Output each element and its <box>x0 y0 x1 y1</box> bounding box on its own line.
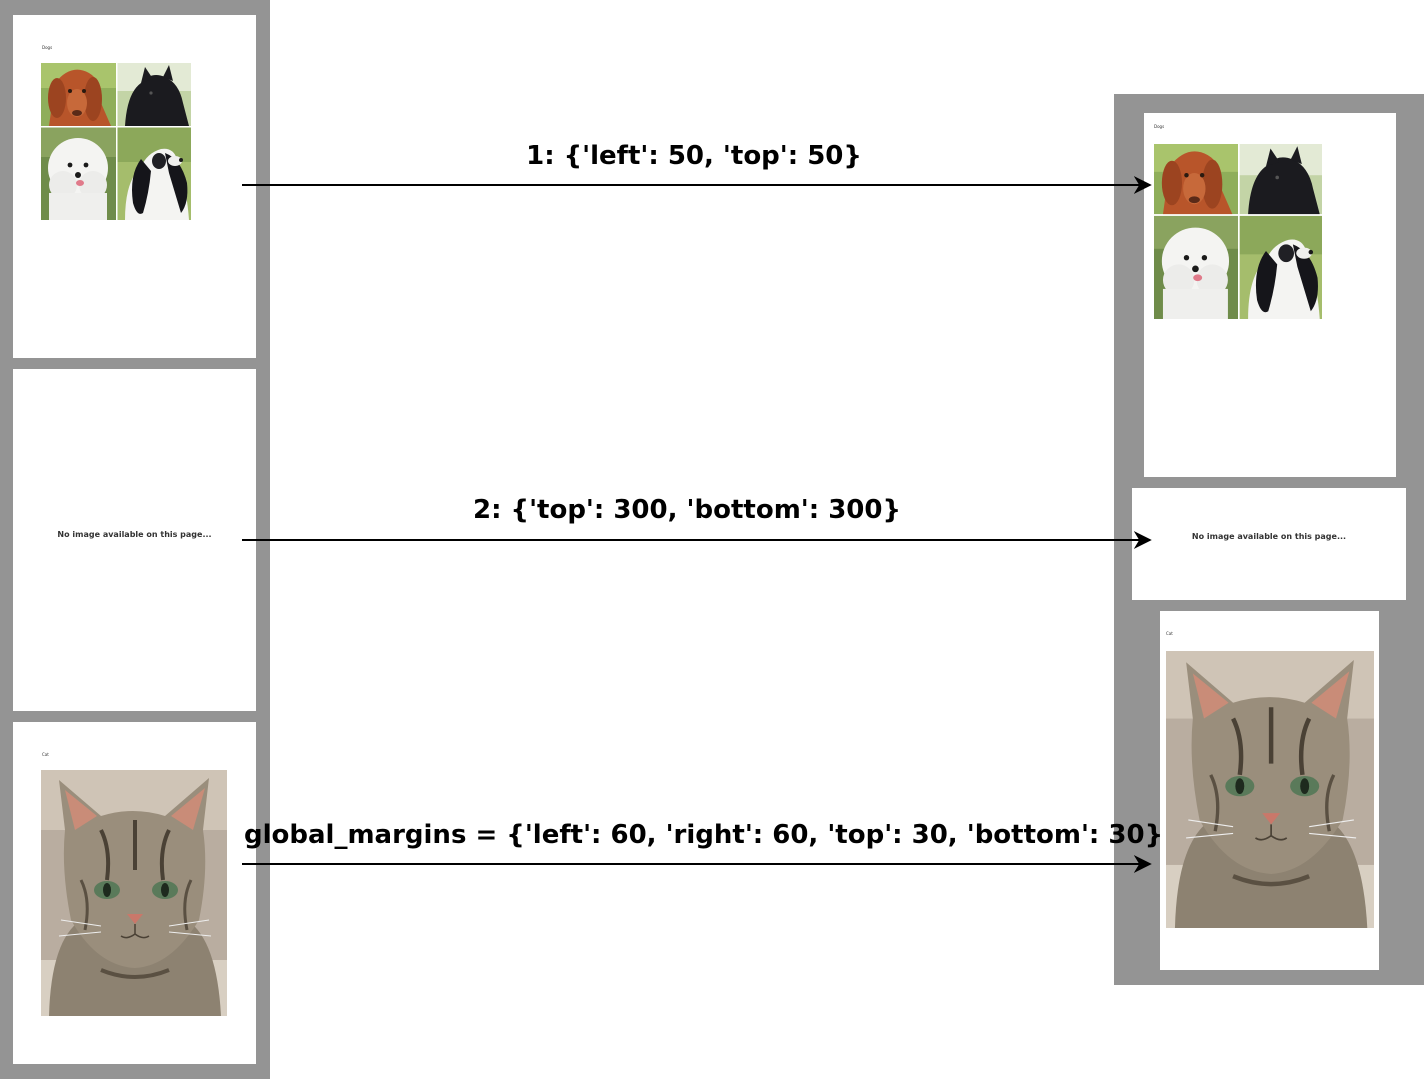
right-page-1: Dogs <box>1144 113 1396 477</box>
left-page-3: Cat <box>13 722 256 1064</box>
left-page-1: Dogs <box>13 15 256 358</box>
arrow-1-label: 1: {'left': 50, 'top': 50} <box>526 141 862 171</box>
left-page-2: No image available on this page... <box>13 369 256 711</box>
right-page-2-text: No image available on this page... <box>1191 532 1347 541</box>
left-page-1-caption: Dogs <box>42 45 53 50</box>
arrow-3-label: global_margins = {'left': 60, 'right': 6… <box>244 820 1164 850</box>
right-page-3-caption: Cat <box>1166 631 1173 636</box>
arrow-2-label: 2: {'top': 300, 'bottom': 300} <box>473 495 901 525</box>
right-page-1-caption: Dogs <box>1154 124 1165 129</box>
left-page-3-caption: Cat <box>42 752 49 757</box>
left-page-2-text: No image available on this page... <box>57 530 212 539</box>
right-page-2: No image available on this page... <box>1132 488 1406 600</box>
right-page-3: Cat <box>1160 611 1379 970</box>
